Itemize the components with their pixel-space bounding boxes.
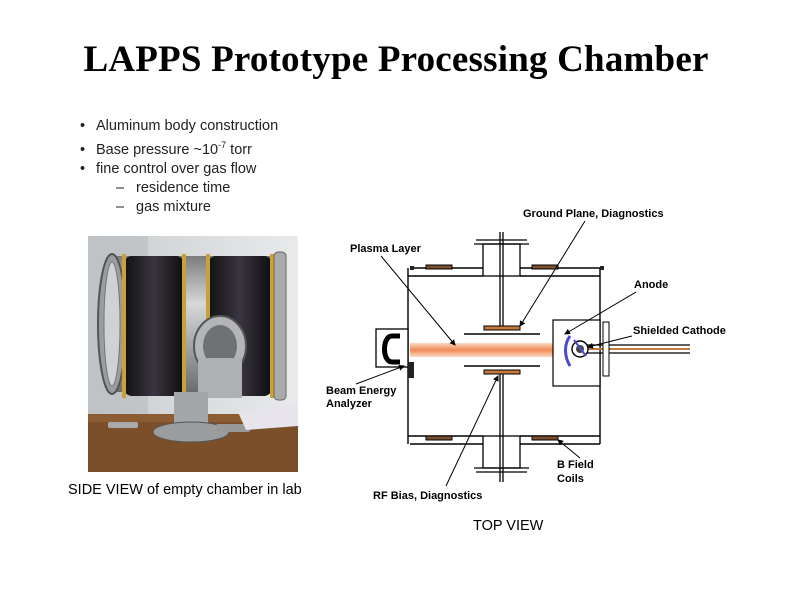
beam-energy-leader [355, 364, 405, 385]
shielded-cathode [564, 321, 690, 377]
ground-plane-leader [519, 220, 586, 327]
beam-energy-label: Beam Energy Analyzer [326, 385, 397, 410]
electron-beam [410, 343, 570, 357]
plasma-layer-leader [380, 255, 456, 346]
rf-bias-plate [483, 369, 521, 375]
shielded-cathode-label: Shielded Cathode [633, 325, 726, 337]
rf-bias-leader [445, 375, 499, 487]
diagram-caption: TOP VIEW [473, 518, 544, 534]
bullet-item-pressure: •Base pressure ~10-7 torr [80, 140, 252, 158]
bullet-list: •Aluminum body construction •Base pressu… [80, 117, 278, 217]
beam-energy-analyzer [375, 328, 414, 378]
bullet-dot: • [80, 118, 86, 134]
cathode-leader [587, 335, 633, 349]
chamber-photo [88, 236, 298, 472]
bullet-dot: • [80, 160, 86, 177]
bullet-dot: • [80, 141, 86, 158]
sub-bullet-item: –residence time [116, 179, 231, 196]
rf-bias-label: RF Bias, Diagnostics [373, 490, 483, 502]
ground-plane-plate [483, 325, 521, 331]
anode-label: Anode [634, 279, 669, 291]
bottom-port [474, 435, 529, 473]
bullet-item: •fine control over gas flow [80, 160, 257, 177]
sub-bullet-item: –gas mixture [116, 198, 211, 215]
plasma-layer-label: Plasma Layer [350, 243, 421, 255]
b-field-coils [425, 264, 559, 441]
photo-caption: SIDE VIEW of empty chamber in lab [68, 482, 302, 498]
slide-title: LAPPS Prototype Processing Chamber [83, 39, 709, 80]
coils-leader [557, 439, 581, 459]
b-field-coils-label: B Field Coils [557, 459, 594, 485]
ground-plane-label: Ground Plane, Diagnostics [523, 208, 664, 220]
top-port [474, 239, 529, 277]
anode-leader [564, 291, 637, 335]
bullet-item: •Aluminum body construction [80, 118, 279, 134]
